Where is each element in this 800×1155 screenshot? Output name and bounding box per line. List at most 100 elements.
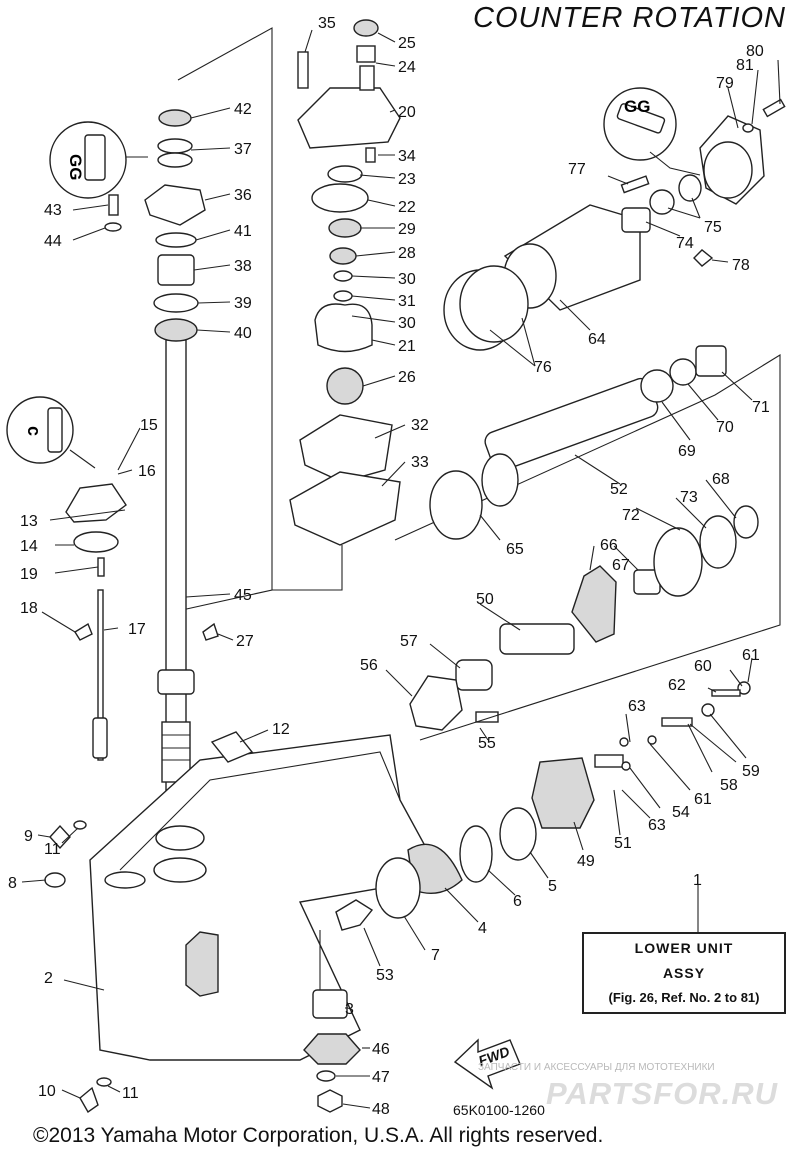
callout-label: 67 [612,557,630,574]
watermark-subtitle: ЗАПЧАСТИ И АКСЕССУАРЫ ДЛЯ МОТОТЕХНИКИ [478,1062,715,1073]
callout-label: 78 [732,257,750,274]
callout-label: 9 [24,828,33,845]
callout-label: 60 [694,658,712,675]
callout-label: 4 [478,920,487,937]
callout-label: 28 [398,245,416,262]
callout-label: 80 [746,43,764,60]
callout-label: 18 [20,600,38,617]
unit-box-line-3: (Fig. 26, Ref. No. 2 to 81) [608,990,760,1005]
magnified-marks: GG c GG [24,97,650,436]
callout-label: 24 [398,59,416,76]
callout-label: 63 [628,698,646,715]
callout-label: 50 [476,591,494,608]
callout-label: 32 [411,417,429,434]
callout-label: 45 [234,587,252,604]
callout-label: 64 [588,331,606,348]
diagram-code: 65K0100-1260 [453,1102,545,1118]
callout-label: 42 [234,101,252,118]
callout-label: 41 [234,223,252,240]
callout-label: 79 [716,75,734,92]
callout-label: 33 [411,454,429,471]
callout-label: 14 [20,538,38,555]
callout-label: 30 [398,271,416,288]
callout-label: 27 [236,633,254,650]
callout-label: 15 [140,417,158,434]
callout-label: 68 [712,471,730,488]
callout-label: 22 [398,199,416,216]
callout-label: 31 [398,293,416,310]
callout-label: 19 [20,566,38,583]
callout-label: 44 [44,233,62,250]
callout-label: 38 [234,258,252,275]
drawing-shapes [6,19,786,1114]
magnify-mark-81: GG [624,97,650,116]
callout-label: 43 [44,202,62,219]
callout-label: 72 [622,507,640,524]
callout-label: 29 [398,221,416,238]
callout-label: 48 [372,1101,390,1118]
callout-label: 70 [716,419,734,436]
callout-label: 11 [44,841,61,858]
page-title: COUNTER ROTATION [473,2,786,34]
leader-lines [21,29,781,1109]
callout-label: 71 [752,399,770,416]
callout-label: 55 [478,735,496,752]
callout-label: 2 [44,970,53,987]
callout-label: 13 [20,513,38,530]
callout-label: 61 [742,647,760,664]
callout-label: 26 [398,369,416,386]
callout-label: 23 [398,171,416,188]
unit-box-line-1: LOWER UNIT [634,940,734,956]
callout-label: 53 [376,967,394,984]
callout-label: 36 [234,187,252,204]
callout-label: 12 [272,721,290,738]
callout-label: 40 [234,325,252,342]
callout-label: 34 [398,148,416,165]
callout-label: 66 [600,537,618,554]
lower-unit-assy-box: LOWER UNIT ASSY (Fig. 26, Ref. No. 2 to … [582,932,786,1014]
magnify-mark-15: c [24,426,44,436]
callout-label: 62 [668,677,686,694]
callout-label: 81 [736,57,754,74]
callout-label: 37 [234,141,252,158]
callout-label: 1 [693,872,702,889]
callout-label: 52 [610,481,628,498]
callout-labels: 1 2 3 4 5 6 7 8 9 10 11 11 12 13 14 15 1… [8,15,770,1118]
callout-label: 46 [372,1041,390,1058]
callout-label: 74 [676,235,694,252]
callout-label: 10 [38,1083,56,1100]
callout-label: 8 [8,875,17,892]
callout-label: 16 [138,463,156,480]
callout-label: 20 [398,104,416,121]
callout-label: 35 [318,15,336,32]
copyright-notice: ©2013 Yamaha Motor Corporation, U.S.A. A… [33,1124,604,1147]
watermark-logo: PARTSFOR.RU [546,1076,779,1111]
callout-label: 7 [431,947,440,964]
callout-label: 65 [506,541,524,558]
callout-label: 69 [678,443,696,460]
callout-label: 61 [694,791,712,808]
callout-label: 59 [742,763,760,780]
callout-label: 58 [720,777,738,794]
callout-label: 17 [128,621,146,638]
callout-label: 73 [680,489,698,506]
callout-label: 57 [400,633,418,650]
callout-label: 49 [577,853,595,870]
callout-label: 25 [398,35,416,52]
callout-label: 51 [614,835,632,852]
callout-label: 5 [548,878,557,895]
callout-label: 11 [122,1085,139,1102]
magnify-mark-37: GG [66,154,85,180]
callout-label: 47 [372,1069,390,1086]
callout-label: 56 [360,657,378,674]
callout-label: 75 [704,219,722,236]
callout-label: 39 [234,295,252,312]
callout-label: 3 [345,1001,354,1018]
callout-label: 77 [568,161,586,178]
callout-label: 54 [672,804,690,821]
unit-box-line-2: ASSY [662,965,706,981]
callout-label: 63 [648,817,666,834]
callout-label: 76 [534,359,552,376]
